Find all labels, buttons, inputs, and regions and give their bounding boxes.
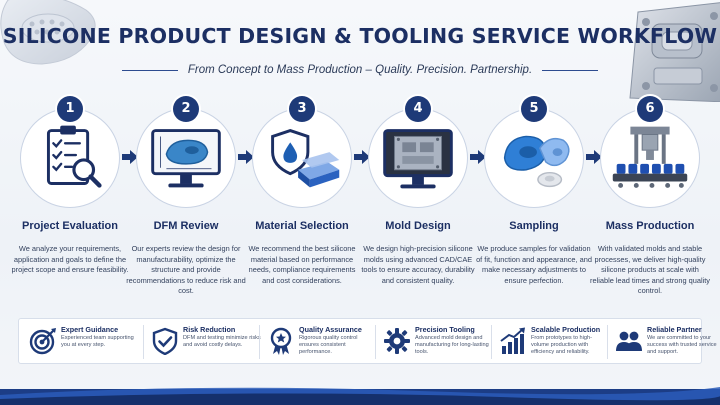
step-title: Material Selection [255, 220, 349, 232]
step-description: We design high-precision silicone molds … [361, 244, 475, 285]
benefit-title: Scalable Production [531, 325, 601, 334]
benefit-title: Quality Assurance [299, 325, 362, 334]
divider [143, 325, 144, 359]
benefit-description: From prototypes to high-volume productio… [531, 335, 592, 356]
benefit-description: DFM and testing minimize risks and avoid… [183, 335, 261, 349]
step-number: 4 [405, 96, 431, 122]
step-description: With validated molds and stable processe… [590, 244, 710, 296]
step-material-selection: 3 Material Selection We recommend the be… [244, 96, 360, 311]
step-number: 2 [173, 96, 199, 122]
benefit-description: We are committed to your success with tr… [647, 335, 717, 356]
footer-band [0, 387, 720, 405]
divider [375, 325, 376, 359]
benefit-risk-reduction: Risk Reduction DFM and testing minimize … [149, 323, 262, 361]
step-mold-design: 4 Mold Design We design high-precision s… [360, 96, 476, 311]
benefit-quality-assurance: Quality Assurance Rigorous quality contr… [265, 323, 378, 361]
benefit-title: Risk Reduction [183, 325, 236, 334]
benefits-bar: Expert Guidance Experienced team support… [18, 318, 717, 364]
divider [259, 325, 260, 359]
step-title: DFM Review [153, 220, 219, 232]
target-icon [29, 328, 56, 355]
partners-icon [616, 331, 642, 351]
step-description: Our experts review the design for manufa… [126, 244, 246, 296]
step-number: 3 [289, 96, 315, 122]
shield-droplet-icon [252, 108, 352, 208]
step-sampling: 5 Sampling We produce samples for valida… [476, 96, 592, 311]
step-title: Mass Production [605, 220, 695, 232]
arrow-right-icon [238, 150, 254, 164]
benefit-description: Experienced team supporting you at every… [61, 335, 134, 349]
page-title: SILICONE PRODUCT DESIGN & TOOLING SERVIC… [2, 24, 718, 48]
arrow-right-icon [122, 150, 138, 164]
step-description: We analyze your requirements, applicatio… [11, 244, 129, 275]
step-number: 5 [521, 96, 547, 122]
step-number: 1 [57, 96, 83, 122]
arrow-right-icon [586, 150, 602, 164]
benefit-title: Expert Guidance [61, 325, 119, 334]
mold-design-monitor-icon [368, 108, 468, 208]
step-title: Mold Design [385, 220, 451, 232]
subtitle-row: From Concept to Mass Production – Qualit… [0, 62, 720, 78]
steel-mold-image [629, 2, 720, 102]
silicone-samples-icon [484, 108, 584, 208]
page-subtitle: From Concept to Mass Production – Qualit… [187, 64, 533, 76]
benefit-title: Reliable Partner [647, 325, 702, 334]
benefit-description: Advanced mold design and manufacturing f… [415, 335, 489, 356]
step-number: 6 [637, 96, 663, 122]
benefit-scalable-production: Scalable Production From prototypes to h… [497, 323, 610, 361]
growth-chart-icon [500, 327, 525, 354]
arrow-right-icon [470, 150, 486, 164]
step-project-evaluation: 1 Project Evaluation We analyze your req… [12, 96, 128, 311]
step-title: Sampling [509, 220, 559, 232]
benefit-reliable-partner: Reliable Partner We are committed to you… [613, 323, 720, 361]
award-badge-icon [270, 327, 292, 355]
benefit-precision-tooling: Precision Tooling Advanced mold design a… [381, 323, 494, 361]
step-title: Project Evaluation [22, 220, 118, 232]
clipboard-magnifier-icon [20, 108, 120, 208]
gear-icon [384, 328, 410, 354]
divider [607, 325, 608, 359]
dfm-monitor-icon [136, 108, 236, 208]
arrow-right-icon [354, 150, 370, 164]
step-dfm-review: 2 DFM Review Our experts review the desi… [126, 96, 246, 311]
benefit-description: Rigorous quality control ensures consist… [299, 335, 358, 356]
step-description: We recommend the best silicone material … [248, 244, 356, 285]
step-mass-production: 6 Mass Production With [590, 96, 710, 311]
production-press-icon [600, 108, 700, 208]
subtitle-divider-left [121, 69, 178, 71]
benefit-title: Precision Tooling [415, 325, 475, 334]
subtitle-divider-right [542, 69, 599, 71]
step-description: We produce samples for validation of fit… [476, 244, 592, 285]
divider [491, 325, 492, 359]
silicone-part-image [0, 0, 96, 65]
shield-check-icon [152, 327, 178, 355]
benefit-expert-guidance: Expert Guidance Experienced team support… [27, 323, 140, 361]
workflow-steps: 1 Project Evaluation We analyze your req… [12, 96, 710, 311]
